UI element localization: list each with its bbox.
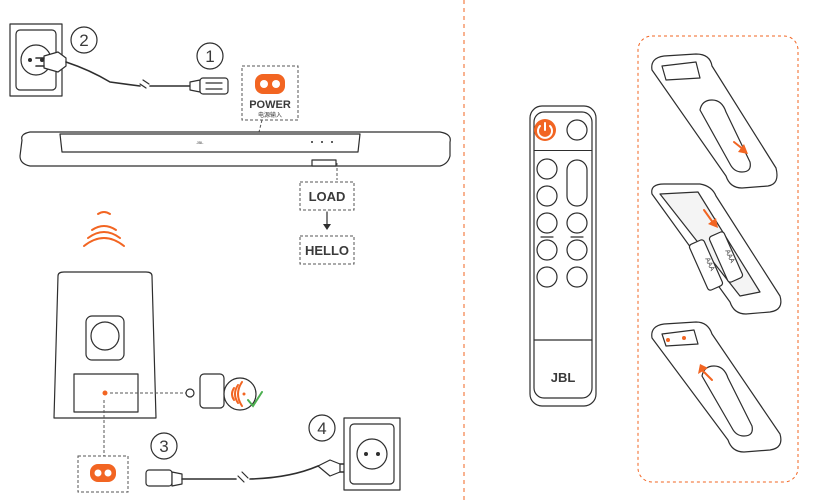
subwoofer xyxy=(53,271,195,456)
battery-instruction-panel xyxy=(637,35,799,483)
load-indicator: LOAD xyxy=(299,181,355,211)
hello-label: HELLO xyxy=(305,243,349,258)
subwoofer-power-port xyxy=(77,455,129,493)
power-label: POWER xyxy=(249,99,291,111)
step-1-badge: 1 xyxy=(196,42,224,70)
remote-back-cover-open xyxy=(651,53,778,189)
step-1-number: 1 xyxy=(205,47,214,66)
remote-battery-insert: AAA AAA xyxy=(651,183,782,315)
hello-indicator: HELLO xyxy=(299,235,355,265)
step-2-badge: 2 xyxy=(70,26,98,54)
load-label: LOAD xyxy=(309,189,346,204)
pairing-indicator xyxy=(199,373,257,411)
remote-brand-label: JBL xyxy=(551,370,576,385)
step-4-badge: 4 xyxy=(308,414,336,442)
step-3-badge: 3 xyxy=(150,432,178,460)
soundbar: JBL xyxy=(19,131,451,180)
step-2-number: 2 xyxy=(79,31,88,50)
svg-text:JBL: JBL xyxy=(197,140,205,145)
arrow-icon xyxy=(323,211,331,230)
power-sublabel: 电源输入 xyxy=(258,111,282,119)
power-plug-icon xyxy=(35,51,191,89)
bottom-power-cable xyxy=(145,459,349,487)
wall-outlet-bottom xyxy=(343,417,401,491)
step-4-number: 4 xyxy=(317,419,326,438)
wall-outlet-top xyxy=(9,23,63,97)
wireless-signal-icon xyxy=(83,211,125,247)
step-3-number: 3 xyxy=(159,437,168,456)
remote-control: JBL xyxy=(529,105,597,407)
remote-back-cover-close xyxy=(651,321,782,453)
iec-connector-icon xyxy=(189,77,229,95)
checkmark-icon xyxy=(247,391,263,408)
power-port-callout: POWER 电源输入 xyxy=(241,65,299,137)
